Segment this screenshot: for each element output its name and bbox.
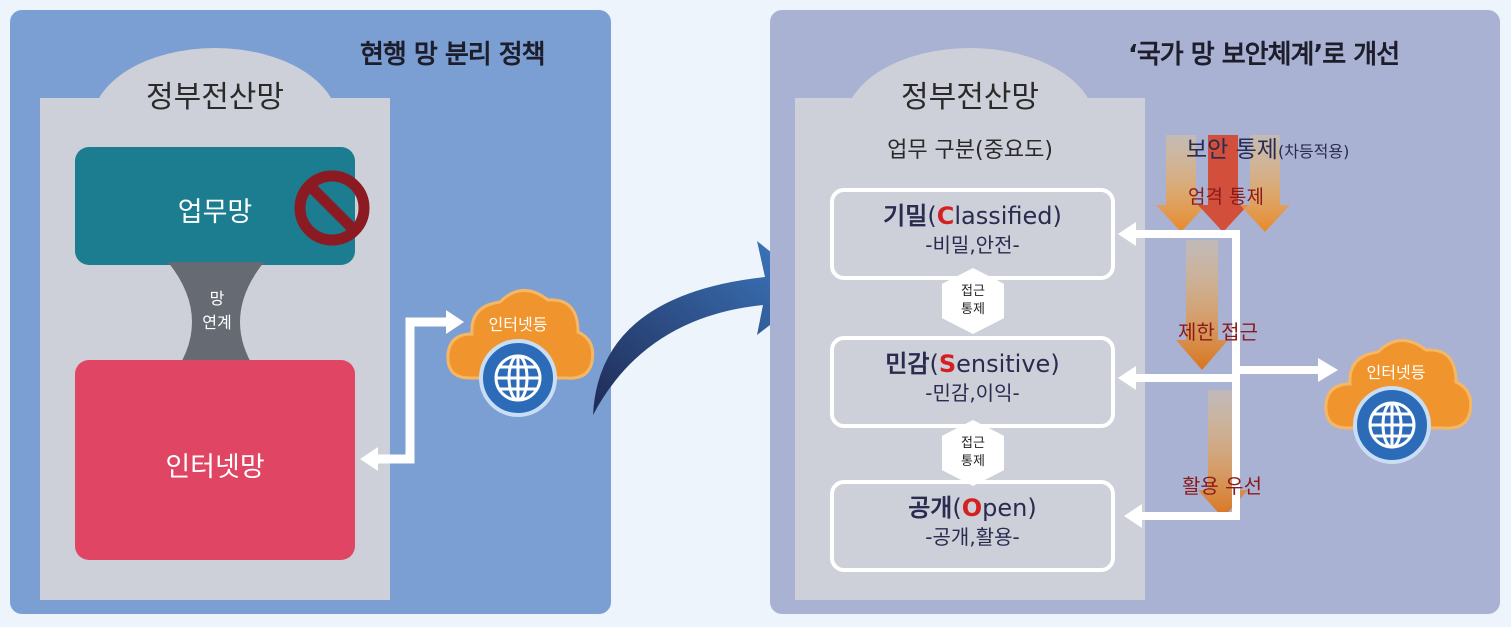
security-control-note: (차등적용) [1277, 142, 1350, 161]
level-initial: C [936, 202, 955, 230]
level-description: -민감,이익- [925, 381, 1020, 405]
level-english: ensitive [956, 350, 1051, 378]
link-label-2: 연계 [202, 313, 232, 332]
network-link-shape [168, 262, 264, 382]
level-name: 기밀 [883, 202, 928, 230]
access-control-line2: 통제 [961, 302, 985, 317]
globe-icon [1353, 386, 1431, 464]
cloud-label-right: 인터넷등 [1366, 363, 1426, 382]
level-paren-open: ( [952, 494, 962, 522]
access-control-line1: 접근 [961, 284, 985, 299]
gov-network-label-right: 정부전산망 [901, 80, 1039, 115]
transition-arrow [593, 241, 817, 415]
limited-access-label: 제한 접근 [1178, 320, 1258, 344]
improved-policy-title: ‘국가 망 보안체계’로 개선 [1128, 40, 1400, 70]
security-control-heading: 보안 통제(차등적용) [1186, 130, 1349, 164]
link-label-1: 망 [209, 289, 225, 308]
cloud-icon-left [446, 289, 595, 380]
level-description: -공개,활용- [925, 525, 1020, 549]
level-paren-open: ( [927, 202, 937, 230]
level-paren-close: ) [1027, 494, 1037, 522]
strict-control-label: 엄격 통제 [1188, 186, 1264, 208]
security-control-label: 보안 통제 [1186, 137, 1278, 163]
business-network-box [75, 147, 355, 265]
globe-icon [479, 339, 557, 417]
gov-network-label: 정부전산망 [146, 80, 284, 115]
access-control-hexagon-1: 접근 통제 [942, 268, 1004, 334]
internet-network-box [75, 360, 355, 560]
cloud-label-left: 인터넷등 [488, 315, 548, 334]
business-network-label: 업무망 [177, 197, 253, 228]
level-english: pen [982, 494, 1028, 522]
access-control-hexagon-2: 접근 통제 [942, 420, 1004, 486]
access-control-line1: 접근 [961, 436, 985, 451]
access-control-line2: 통제 [961, 454, 985, 469]
level-box-classified: 기밀(Classified) -비밀,안전- [830, 188, 1115, 280]
level-description: -비밀,안전- [925, 233, 1020, 257]
level-paren-close: ) [1052, 202, 1062, 230]
current-policy-title: 현행 망 분리 정책 [360, 40, 546, 70]
prohibited-icon [294, 170, 370, 246]
internet-network-label: 인터넷망 [165, 452, 265, 483]
level-paren-close: ) [1050, 350, 1060, 378]
level-box-sensitive: 민감(Sensitive) -민감,이익- [830, 336, 1115, 428]
level-english: lassified [954, 202, 1053, 230]
level-name: 민감 [885, 350, 930, 378]
level-initial: S [938, 350, 957, 378]
level-initial: O [961, 494, 983, 522]
classification-label: 업무 구분(중요도) [887, 138, 1053, 163]
utilization-first-label: 활용 우선 [1182, 474, 1262, 498]
level-paren-open: ( [929, 350, 939, 378]
level-name: 공개 [908, 494, 953, 522]
